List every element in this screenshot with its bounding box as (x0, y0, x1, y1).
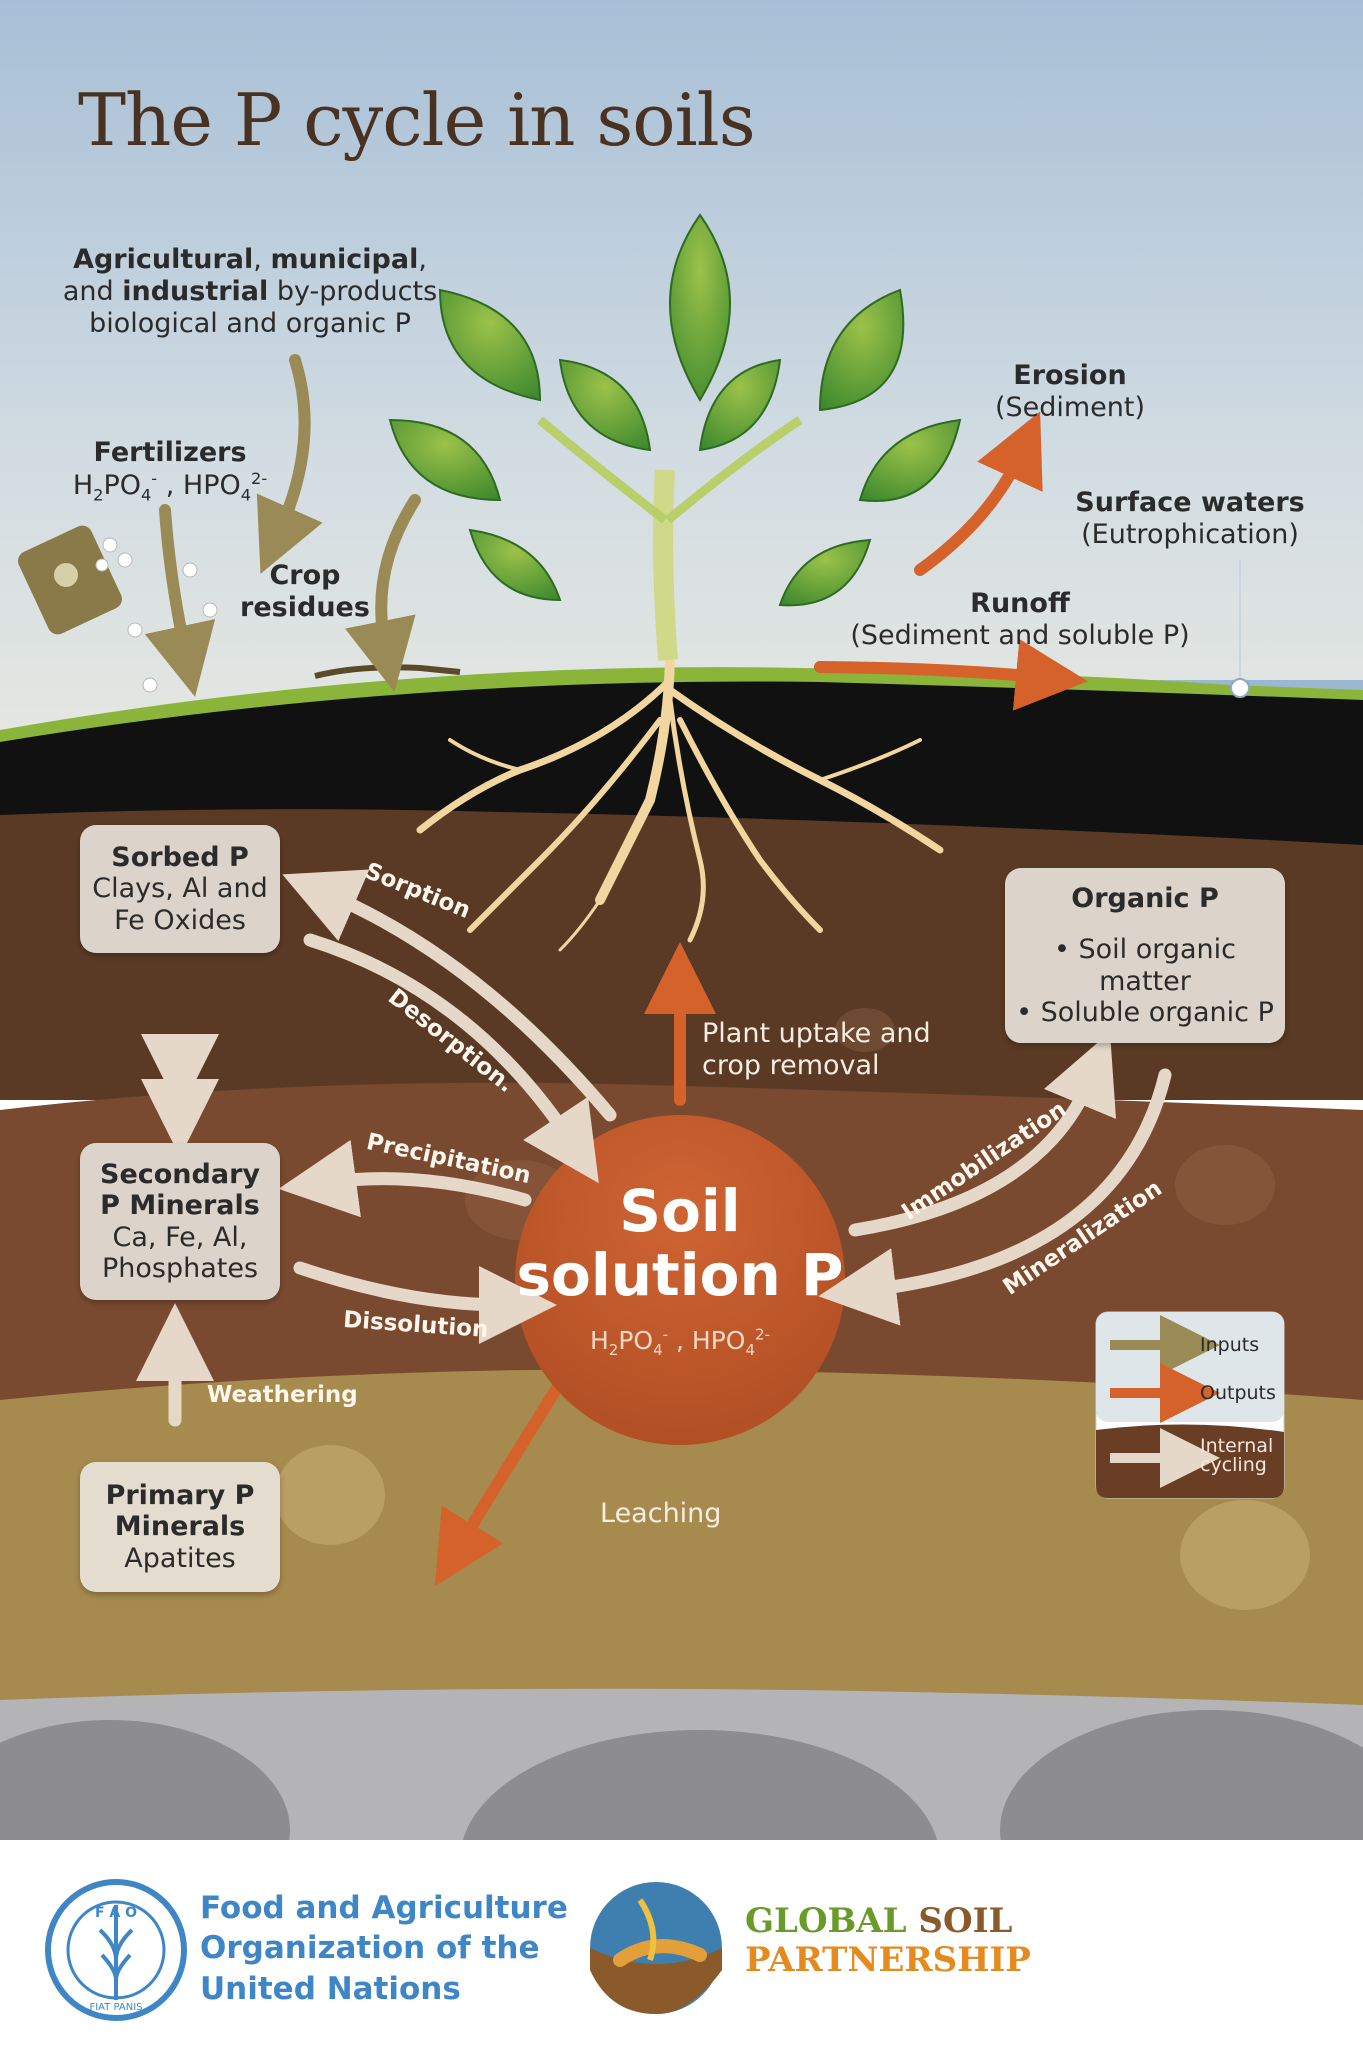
fertilizers-label: Fertilizers H2PO4- , HPO42- (72, 437, 268, 505)
secondary-p-minerals-box: Secondary P Minerals Ca, Fe, Al, Phospha… (80, 1143, 280, 1300)
gsp-emblem-icon (590, 1882, 722, 2014)
crop-residues-label: Crop residues (240, 560, 370, 623)
fao-emblem-letters: F A O (94, 1905, 138, 1921)
fao-name: Food and Agriculture Organization of the… (200, 1890, 568, 2007)
sorbed-p-box: Sorbed P Clays, Al and Fe Oxides (80, 825, 280, 953)
surface-waters-label: Surface waters (Eutrophication) (1075, 487, 1305, 550)
byproducts-label: Agricultural, municipal, and industrial … (62, 244, 438, 339)
legend-outputs-label: Outputs (1200, 1382, 1276, 1404)
plant-uptake-label: Plant uptake and crop removal (702, 1018, 931, 1081)
legend-inputs-label: Inputs (1200, 1334, 1260, 1356)
erosion-label: Erosion (Sediment) (994, 360, 1146, 423)
fao-emblem-text: FIAT PANIS (89, 2002, 143, 2013)
primary-p-minerals-box: Primary P Minerals Apatites (80, 1462, 280, 1592)
legend-panel (1095, 1311, 1285, 1499)
leaching-label: Leaching (600, 1498, 722, 1529)
gsp-name: GLOBAL SOIL PARTNERSHIP (745, 1901, 1031, 1981)
page-title: The P cycle in soils (78, 78, 756, 162)
fao-emblem-icon (45, 1879, 187, 2021)
soil-solution-circle (515, 1115, 845, 1445)
organic-p-box: Organic P • Soil organic matter • Solubl… (1005, 868, 1285, 1043)
weathering-label: Weathering (207, 1382, 358, 1408)
legend-internal-label: Internal cycling (1200, 1435, 1274, 1476)
fertilizer-bag-icon (18, 525, 122, 635)
runoff-label: Runoff (Sediment and soluble P) (850, 588, 1190, 651)
soil-solution-label: Soil solution P H2PO4- , HPO42- (516, 1177, 844, 1359)
